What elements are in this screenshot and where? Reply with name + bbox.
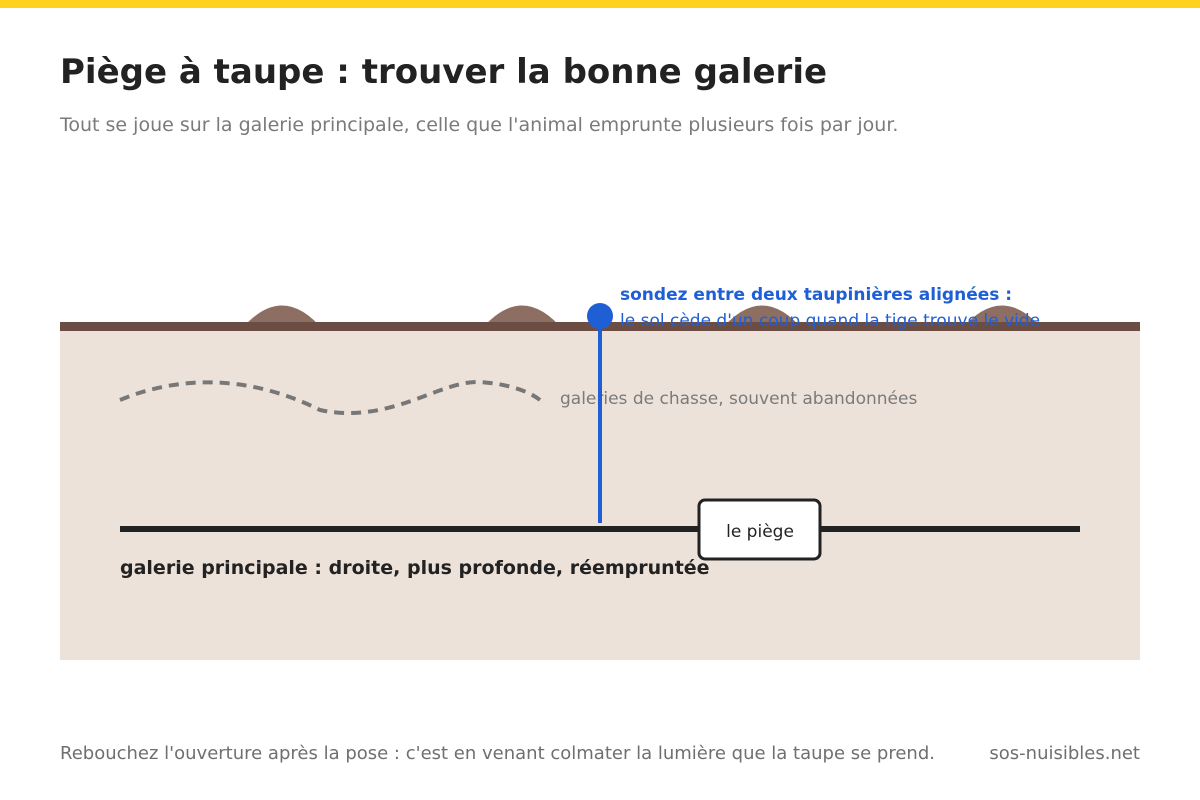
accent-bar [0,0,1200,8]
trap-label: le piège [726,522,794,542]
footer-site: sos-nuisibles.net [989,743,1140,764]
hunting-tunnels-label: galeries de chasse, souvent abandonnées [560,389,917,409]
page-title: Piège à taupe : trouver la bonne galerie [60,52,828,92]
probe-label-line2: le sol cède d'un coup quand la tige trou… [620,311,1040,331]
footer-note: Rebouchez l'ouverture après la pose : c'… [60,743,935,764]
trap-box [697,498,822,561]
page-subtitle: Tout se joue sur la galerie principale, … [60,114,899,136]
probe-label-line1: sondez entre deux taupinières alignées : [620,285,1012,305]
main-tunnel-label: galerie principale : droite, plus profon… [120,557,710,579]
hunting-tunnel-line [119,379,542,416]
probe-handle [587,303,613,329]
